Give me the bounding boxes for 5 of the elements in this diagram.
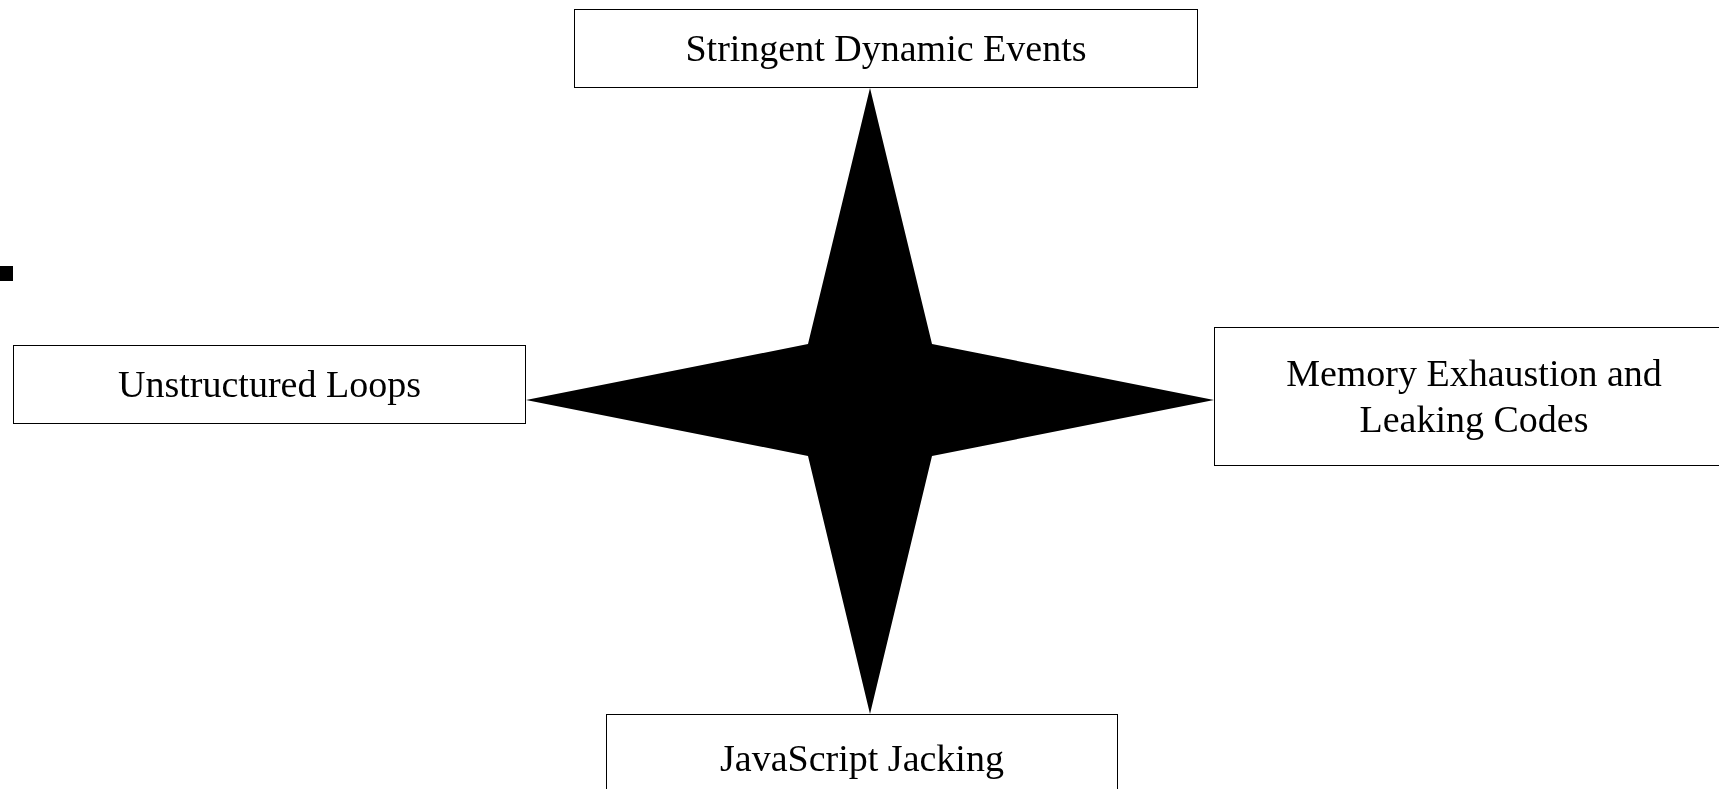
text-box: Memory Exhaustion and Leaking Codes	[1214, 327, 1719, 466]
star-shape	[526, 88, 1214, 714]
text-box: Unstructured Loops	[13, 345, 526, 424]
text-box: Stringent Dynamic Events	[574, 9, 1198, 88]
text-box: JavaScript Jacking	[606, 714, 1118, 789]
